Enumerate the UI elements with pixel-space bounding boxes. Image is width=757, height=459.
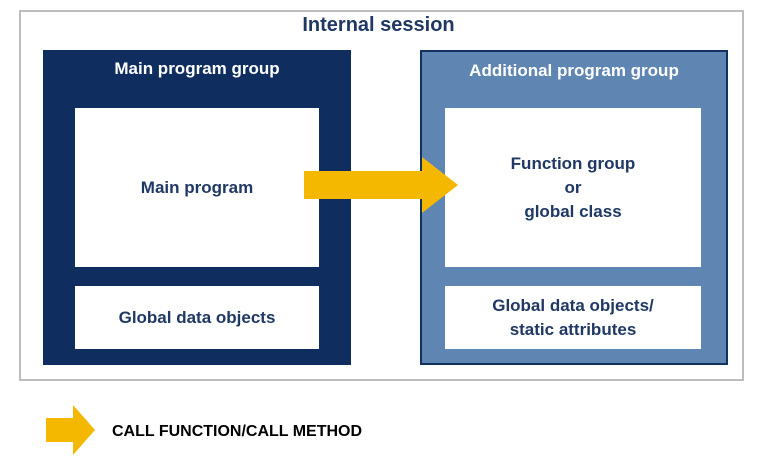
internal-session-title: Internal session — [302, 14, 455, 36]
additional-program-group-title: Additional program group — [469, 61, 679, 80]
call-arrow-shape — [304, 157, 458, 213]
main-global-data-box: Global data objects — [75, 286, 319, 349]
additional-global-data-line-1: Global data objects/ — [492, 295, 654, 315]
legend-label: CALL FUNCTION/CALL METHOD — [112, 423, 363, 440]
function-group-line-2: or — [564, 177, 582, 197]
legend-arrow-icon — [46, 405, 95, 455]
main-program-group-title: Main program group — [114, 59, 280, 78]
main-global-data-label: Global data objects — [118, 307, 276, 327]
additional-global-data-line-2: static attributes — [509, 319, 637, 339]
main-program-box: Main program — [75, 108, 319, 267]
main-program-label: Main program — [140, 177, 254, 197]
additional-global-data-box: Global data objects/ static attributes — [445, 286, 701, 349]
function-group-line-3: global class — [524, 201, 622, 221]
legend-arrow-shape — [46, 405, 95, 455]
function-group-box: Function group or global class — [445, 108, 701, 267]
function-group-line-1: Function group — [510, 153, 636, 173]
call-arrow-icon — [304, 157, 458, 213]
